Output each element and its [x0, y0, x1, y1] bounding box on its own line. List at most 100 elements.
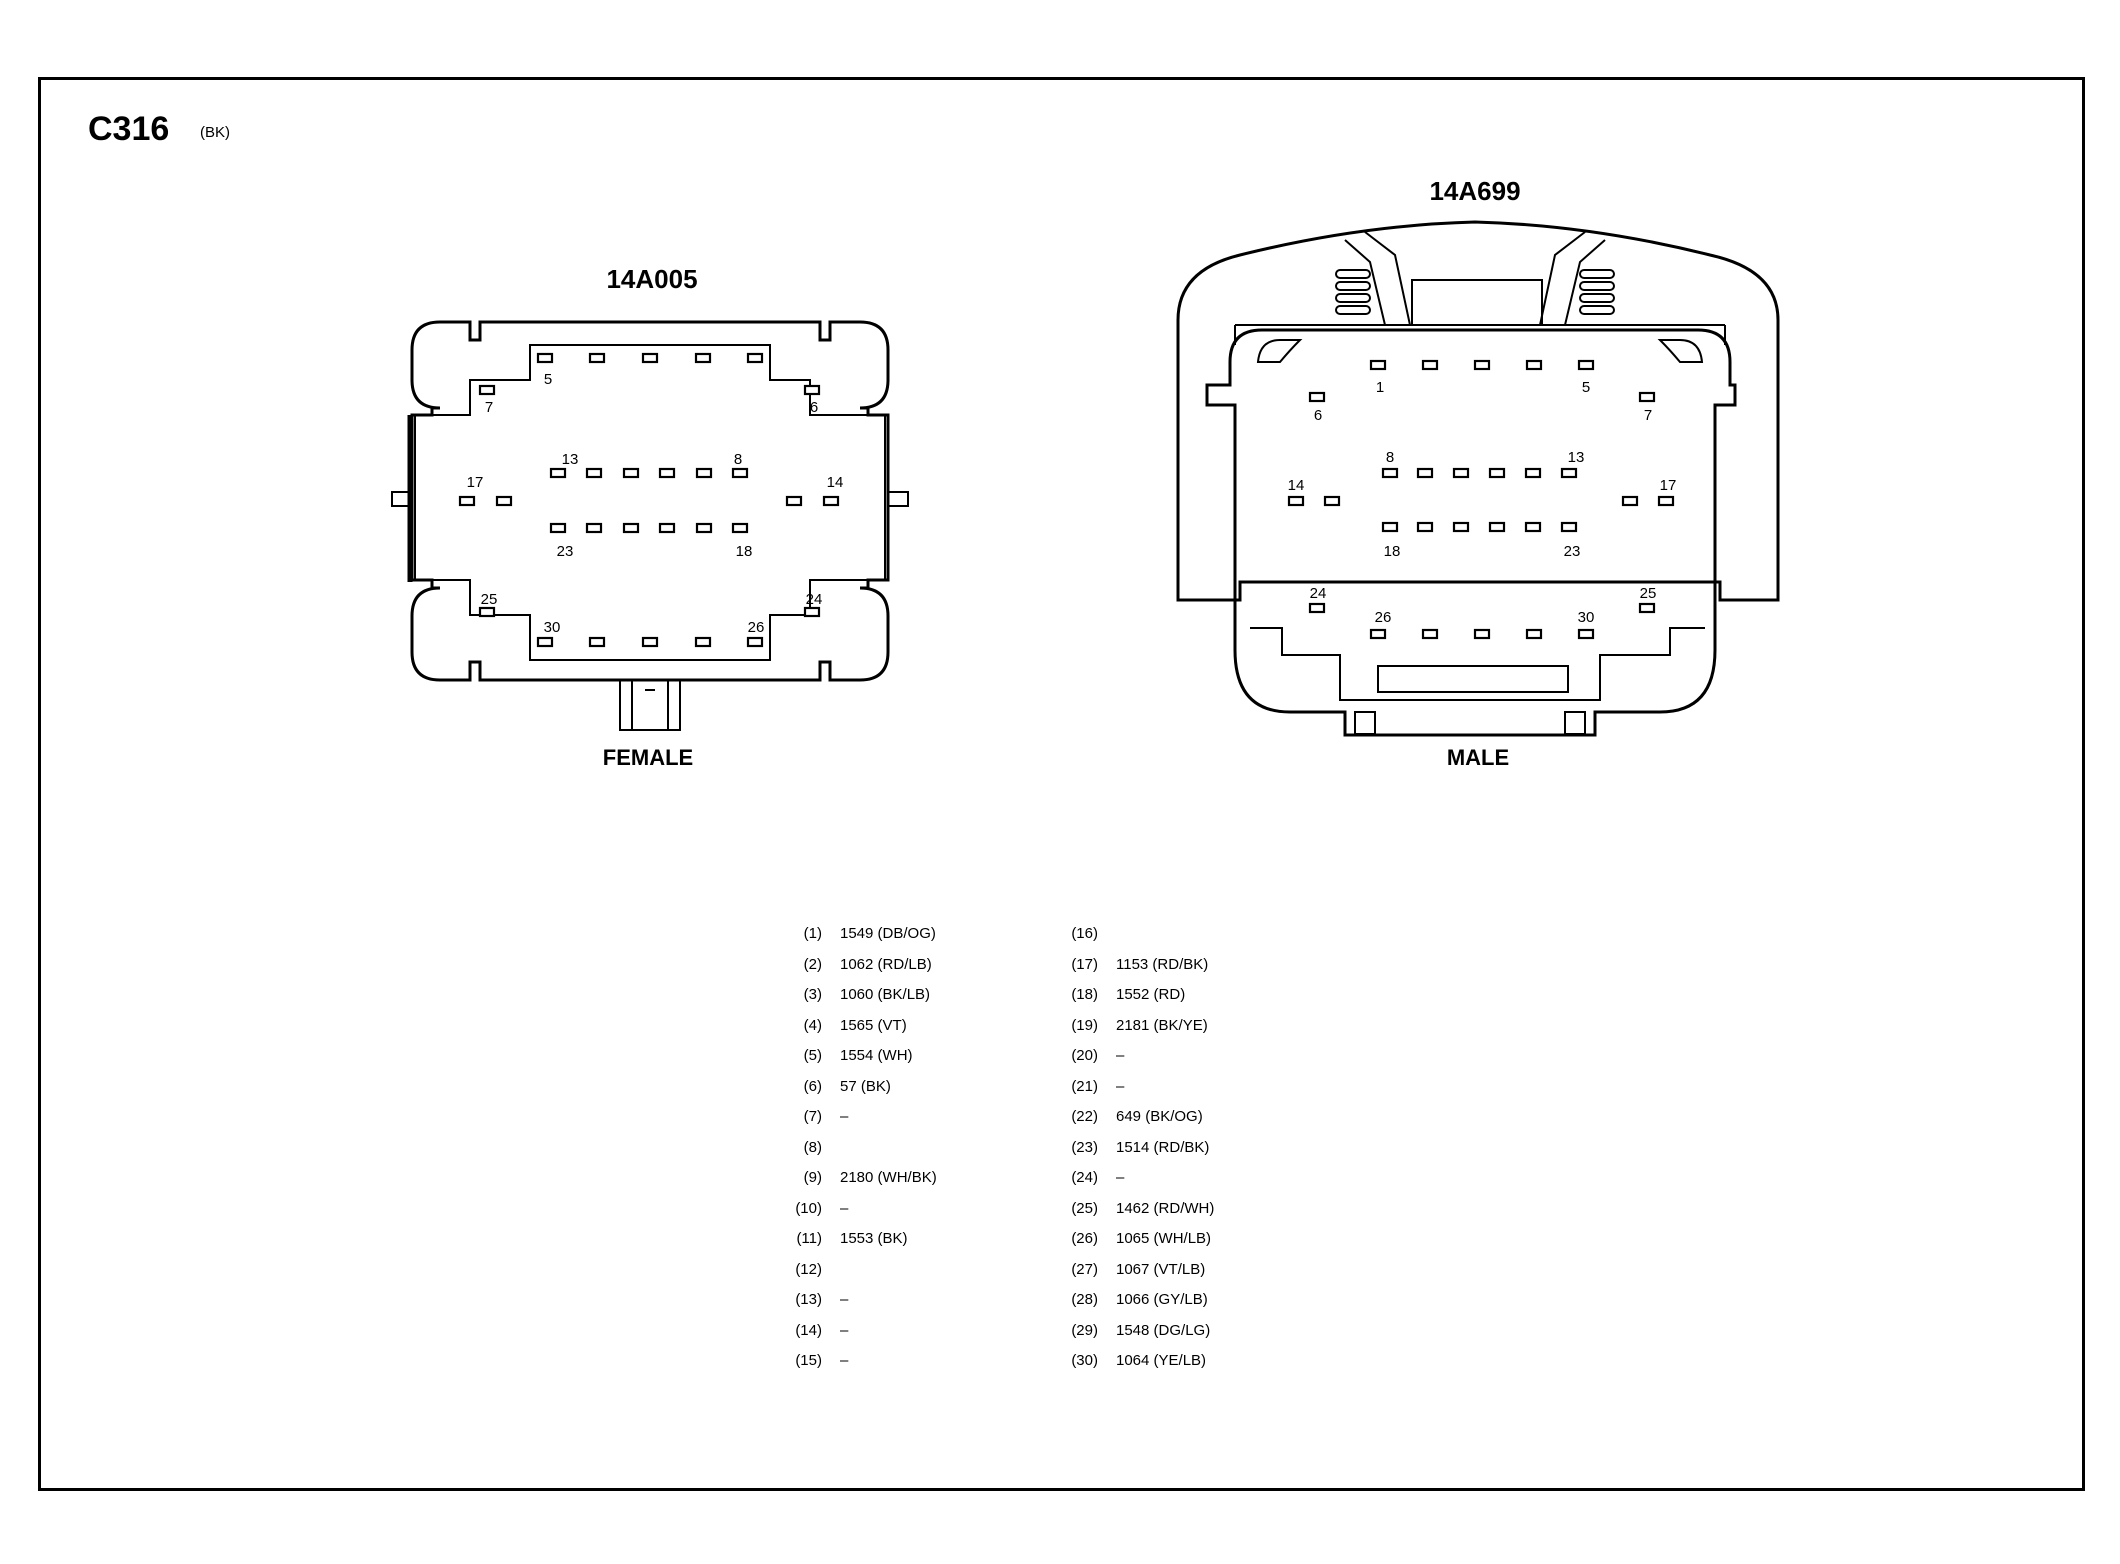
female-pin-row2-5	[731, 467, 749, 479]
pinout-cavity: (17)	[1071, 955, 1098, 973]
pinout-cavity: (16)	[1071, 925, 1098, 942]
male-pin-bottom-3	[1525, 628, 1543, 640]
pinout-circuit: –	[840, 1321, 849, 1339]
male-pin-number-3: 7	[1644, 407, 1652, 424]
female-part-number: 14A005	[606, 264, 698, 294]
male-pin-number-11: 25	[1640, 585, 1657, 602]
pinout-circuit: 57 (BK)	[840, 1077, 891, 1095]
pinout-cavity: (20)	[1071, 1047, 1098, 1064]
pinout-circuit: –	[1116, 1047, 1125, 1064]
male-pin-row2-0	[1381, 467, 1399, 479]
male-pin-6	[1308, 391, 1326, 403]
pinout-cavity: (21)	[1071, 1077, 1098, 1095]
male-pin-number-13: 30	[1578, 609, 1595, 626]
pinout-circuit: 1565 (VT)	[840, 1016, 907, 1034]
male-pin-row3-3	[1488, 521, 1506, 533]
male-pin-row2-4	[1524, 467, 1542, 479]
pinout-cavity: (30)	[1071, 1352, 1098, 1369]
male-pin-number-8: 18	[1384, 543, 1401, 560]
male-pin-bottom-0	[1369, 628, 1387, 640]
male-pin-row2-1	[1416, 467, 1434, 479]
male-pin-number-1: 5	[1582, 379, 1590, 396]
pinout-circuit: –	[1116, 1077, 1125, 1095]
male-pin-top-1	[1421, 359, 1439, 371]
male-pin-number-10: 24	[1310, 585, 1327, 602]
pinout-circuit: 1062 (RD/LB)	[840, 955, 932, 973]
female-pin-row3-0	[549, 522, 567, 534]
male-label: MALE	[1446, 745, 1510, 770]
female-pin-number-6: 14	[827, 474, 844, 491]
male-pin-number-0: 1	[1376, 379, 1384, 396]
pinout-cavity: (25)	[1071, 1199, 1098, 1217]
male-pin-side-l2	[1323, 495, 1341, 507]
male-pin-row2-5	[1560, 467, 1578, 479]
pinout-cavity: (18)	[1071, 986, 1098, 1003]
pinout-circuit: –	[1116, 1169, 1125, 1186]
pinout-cavity: (4)	[803, 1016, 822, 1034]
pinout-circuit: 1549 (DB/OG)	[840, 925, 936, 942]
female-pin-row3-3	[658, 522, 676, 534]
pinout-circuit: –	[840, 1199, 849, 1217]
pinout-cavity: (10)	[795, 1199, 822, 1217]
pinout-cavity: (11)	[796, 1230, 822, 1247]
male-pin-row2-2	[1452, 467, 1470, 479]
male-pin-number-6: 14	[1288, 477, 1305, 494]
pinout-circuit: 1553 (BK)	[840, 1230, 908, 1247]
female-pin-side-r1	[785, 495, 803, 507]
pinout-circuit: 1514 (RD/BK)	[1116, 1138, 1210, 1156]
male-pin-row3-0	[1381, 521, 1399, 533]
male-pin-row3-5	[1560, 521, 1578, 533]
connector-color: (BK)	[200, 124, 230, 141]
female-pin-top-3	[694, 352, 712, 364]
male-pin-number-7: 17	[1660, 477, 1677, 494]
male-pin-top-4	[1577, 359, 1595, 371]
pinout-cavity: (14)	[795, 1321, 822, 1339]
female-pin-row3-1	[585, 522, 603, 534]
pinout-circuit: 1067 (VT/LB)	[1116, 1260, 1206, 1278]
pinout-circuit: 1153 (RD/BK)	[1116, 955, 1209, 973]
pinout-circuit: 1064 (YE/LB)	[1116, 1352, 1207, 1369]
male-pin-number-12: 26	[1375, 609, 1392, 626]
male-pin-top-2	[1473, 359, 1491, 371]
pinout-cavity: (7)	[803, 1108, 822, 1125]
female-pin-number-2: 6	[810, 399, 818, 416]
female-pin-top-0	[536, 352, 554, 364]
female-pin-row2-0	[549, 467, 567, 479]
pinout-cavity: (26)	[1071, 1230, 1098, 1247]
pinout-circuit: 1552 (RD)	[1116, 986, 1186, 1003]
pinout-cavity: (8)	[803, 1138, 822, 1156]
pinout-circuit: 1060 (BK/LB)	[840, 986, 931, 1003]
pinout-circuit: 1548 (DG/LG)	[1116, 1321, 1211, 1339]
pinout-cavity: (28)	[1071, 1291, 1098, 1308]
pinout-cavity: (24)	[1071, 1169, 1098, 1186]
female-pin-7	[478, 384, 496, 396]
pinout-cavity: (3)	[803, 986, 822, 1003]
pinout-cavity: (27)	[1071, 1260, 1098, 1278]
female-pin-number-9: 25	[481, 591, 498, 608]
pinout-cavity: (19)	[1071, 1016, 1098, 1034]
male-pin-number-9: 23	[1564, 543, 1581, 560]
diagram-frame	[38, 77, 2085, 1491]
female-pin-number-12: 26	[748, 619, 765, 636]
female-pin-row2-1	[585, 467, 603, 479]
female-pin-row3-5	[731, 522, 749, 534]
female-pin-number-10: 24	[806, 591, 823, 608]
pinout-cavity: (12)	[795, 1260, 822, 1278]
female-pin-row2-4	[695, 467, 713, 479]
pinout-circuit: 1462 (RD/WH)	[1116, 1199, 1215, 1217]
pinout-circuit: –	[840, 1352, 849, 1369]
female-pin-24	[803, 606, 821, 618]
female-pin-number-11: 30	[544, 619, 561, 636]
male-pin-number-5: 13	[1568, 449, 1585, 466]
pinout-cavity: (13)	[795, 1291, 822, 1308]
male-pin-row3-4	[1524, 521, 1542, 533]
female-pin-side-l1	[458, 495, 476, 507]
female-pin-25	[478, 606, 496, 618]
female-pin-top-4	[746, 352, 764, 364]
male-pin-side-r1	[1621, 495, 1639, 507]
female-pin-row2-3	[658, 467, 676, 479]
male-pin-bottom-2	[1473, 628, 1491, 640]
pinout-cavity: (5)	[803, 1047, 822, 1064]
